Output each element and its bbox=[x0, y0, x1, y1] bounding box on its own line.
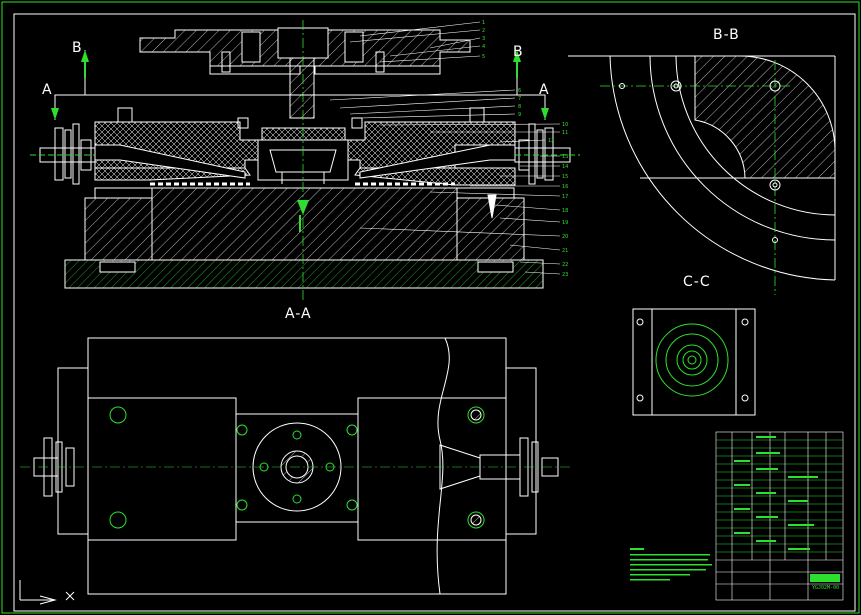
cut-mark-a-right: A bbox=[539, 82, 550, 98]
part-number: 23 bbox=[562, 272, 568, 278]
part-number: 12 bbox=[548, 138, 554, 144]
section-view-aa bbox=[30, 20, 580, 300]
part-number: 13 bbox=[562, 154, 568, 160]
part-number: 14 bbox=[562, 164, 568, 170]
part-number: 19 bbox=[562, 220, 568, 226]
drawing-number: YGJ02M-00 bbox=[812, 585, 840, 591]
part-number: 6 bbox=[518, 88, 521, 94]
drawing-border-inner bbox=[13, 13, 856, 612]
cut-mark-b-left: B bbox=[72, 40, 83, 56]
part-number: 5 bbox=[482, 54, 485, 60]
section-view-cc bbox=[632, 308, 756, 416]
part-number: 4 bbox=[482, 44, 485, 50]
part-number: 1 bbox=[482, 20, 485, 26]
section-label-aa: A-A bbox=[285, 306, 312, 322]
part-number: 20 bbox=[562, 234, 568, 240]
part-number: 10 bbox=[562, 122, 568, 128]
ucs-axis-icon bbox=[19, 580, 75, 605]
title-block bbox=[715, 431, 844, 601]
part-number: 16 bbox=[562, 184, 568, 190]
part-number: 22 bbox=[562, 262, 568, 268]
cut-mark-a-left: A bbox=[42, 82, 53, 98]
section-view-bb bbox=[568, 55, 836, 295]
plan-view bbox=[20, 337, 570, 595]
part-number: 11 bbox=[562, 130, 568, 136]
part-number: 2 bbox=[482, 28, 485, 34]
part-number: 21 bbox=[562, 248, 568, 254]
cut-mark-b-right: B bbox=[513, 44, 524, 60]
part-number: 7 bbox=[518, 96, 521, 102]
title-block-text-placeholders bbox=[734, 436, 818, 550]
part-number: 3 bbox=[482, 36, 485, 42]
part-number: 17 bbox=[562, 194, 568, 200]
part-number-callouts: 1 2 3 4 5 6 7 8 9 10 11 12 13 14 15 16 1… bbox=[482, 20, 568, 278]
section-label-cc: C-C bbox=[683, 274, 711, 290]
part-number: 18 bbox=[562, 208, 568, 214]
part-number: 15 bbox=[562, 174, 568, 180]
technical-notes bbox=[630, 548, 712, 581]
part-number: 9 bbox=[518, 112, 521, 118]
part-number: 8 bbox=[518, 104, 521, 110]
section-label-bb: B-B bbox=[713, 27, 740, 43]
